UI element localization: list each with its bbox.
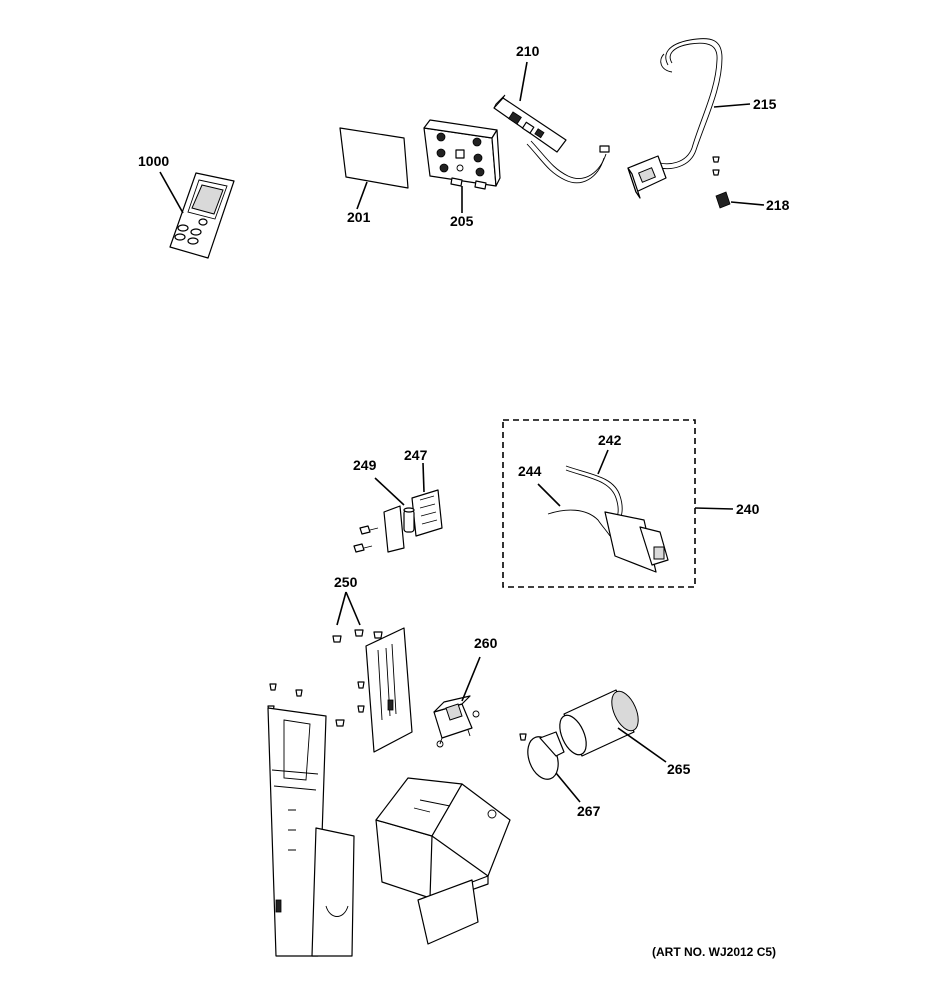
part-side-panel[interactable] <box>267 707 355 957</box>
part-247-bracket[interactable] <box>411 489 443 537</box>
label-250: 250 <box>334 574 358 590</box>
part-control-box[interactable] <box>375 777 511 945</box>
label-215: 215 <box>753 96 777 112</box>
part-267-clamp[interactable] <box>522 731 565 783</box>
part-201-sheet[interactable] <box>339 127 409 189</box>
label-260: 260 <box>474 635 498 651</box>
part-210-circuit-board[interactable] <box>493 94 610 184</box>
part-218-clip[interactable] <box>715 191 731 209</box>
label-240: 240 <box>736 501 760 517</box>
leader-240 <box>694 507 734 510</box>
screw-icon <box>353 525 379 553</box>
leader-249 <box>374 477 405 506</box>
label-1000: 1000 <box>138 153 169 169</box>
leader-250-a <box>336 591 347 626</box>
part-244-wire[interactable] <box>547 509 611 537</box>
part-260-transformer[interactable] <box>433 695 480 748</box>
part-249-thermostat[interactable] <box>383 505 415 553</box>
part-265-capacitor[interactable] <box>554 687 643 758</box>
part-215-wire-harness[interactable] <box>627 38 723 199</box>
screw-pair-icon <box>712 156 720 176</box>
part-vertical-bracket[interactable] <box>365 627 413 753</box>
label-247: 247 <box>404 447 428 463</box>
leader-250-b <box>345 591 361 626</box>
leader-244 <box>537 483 561 507</box>
leader-267 <box>555 772 581 803</box>
leader-242 <box>597 449 609 475</box>
part-205-control-housing[interactable] <box>423 119 501 190</box>
label-265: 265 <box>667 761 691 777</box>
label-242: 242 <box>598 432 622 448</box>
part-242-sensor[interactable] <box>565 465 669 573</box>
leader-215 <box>713 103 751 108</box>
leader-210 <box>519 61 528 102</box>
art-number: (ART NO. WJ2012 C5) <box>652 945 776 959</box>
assembly-240-box[interactable] <box>502 419 696 588</box>
leader-201 <box>356 181 368 210</box>
label-201: 201 <box>347 209 371 225</box>
leader-260 <box>461 656 481 702</box>
label-244: 244 <box>518 463 542 479</box>
label-267: 267 <box>577 803 601 819</box>
label-249: 249 <box>353 457 377 473</box>
screw-icon <box>267 629 527 741</box>
leader-265 <box>617 727 667 763</box>
leader-1000 <box>159 171 184 214</box>
part-1000-remote-control[interactable] <box>169 172 235 259</box>
label-218: 218 <box>766 197 790 213</box>
leader-218 <box>730 201 765 206</box>
leader-247 <box>422 462 425 493</box>
label-210: 210 <box>516 43 540 59</box>
label-205: 205 <box>450 213 474 229</box>
